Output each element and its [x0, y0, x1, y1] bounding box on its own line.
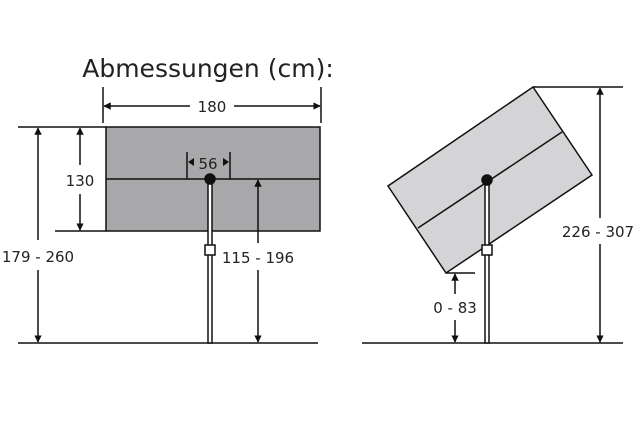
- lower-edge-height-label: 115 - 196: [222, 249, 294, 267]
- height-label: 130: [66, 172, 95, 190]
- front-view: [18, 87, 322, 344]
- pole: [207, 180, 213, 344]
- tilted-total-height-label: 226 - 307: [562, 223, 634, 241]
- pole-clamp: [204, 244, 216, 256]
- total-height-label: 179 - 260: [2, 248, 74, 266]
- tilted-clearance-label: 0 - 83: [433, 299, 477, 317]
- tilted-pole: [484, 181, 490, 344]
- tilted-view: [362, 85, 623, 344]
- pole-spacing-label: 56: [198, 155, 217, 173]
- pivot-joint: [204, 173, 216, 185]
- diagram-title: Abmessungen (cm):: [82, 54, 334, 83]
- tilted-pivot-joint: [481, 174, 493, 186]
- tilted-pole-clamp: [481, 244, 493, 256]
- width-label: 180: [198, 98, 227, 116]
